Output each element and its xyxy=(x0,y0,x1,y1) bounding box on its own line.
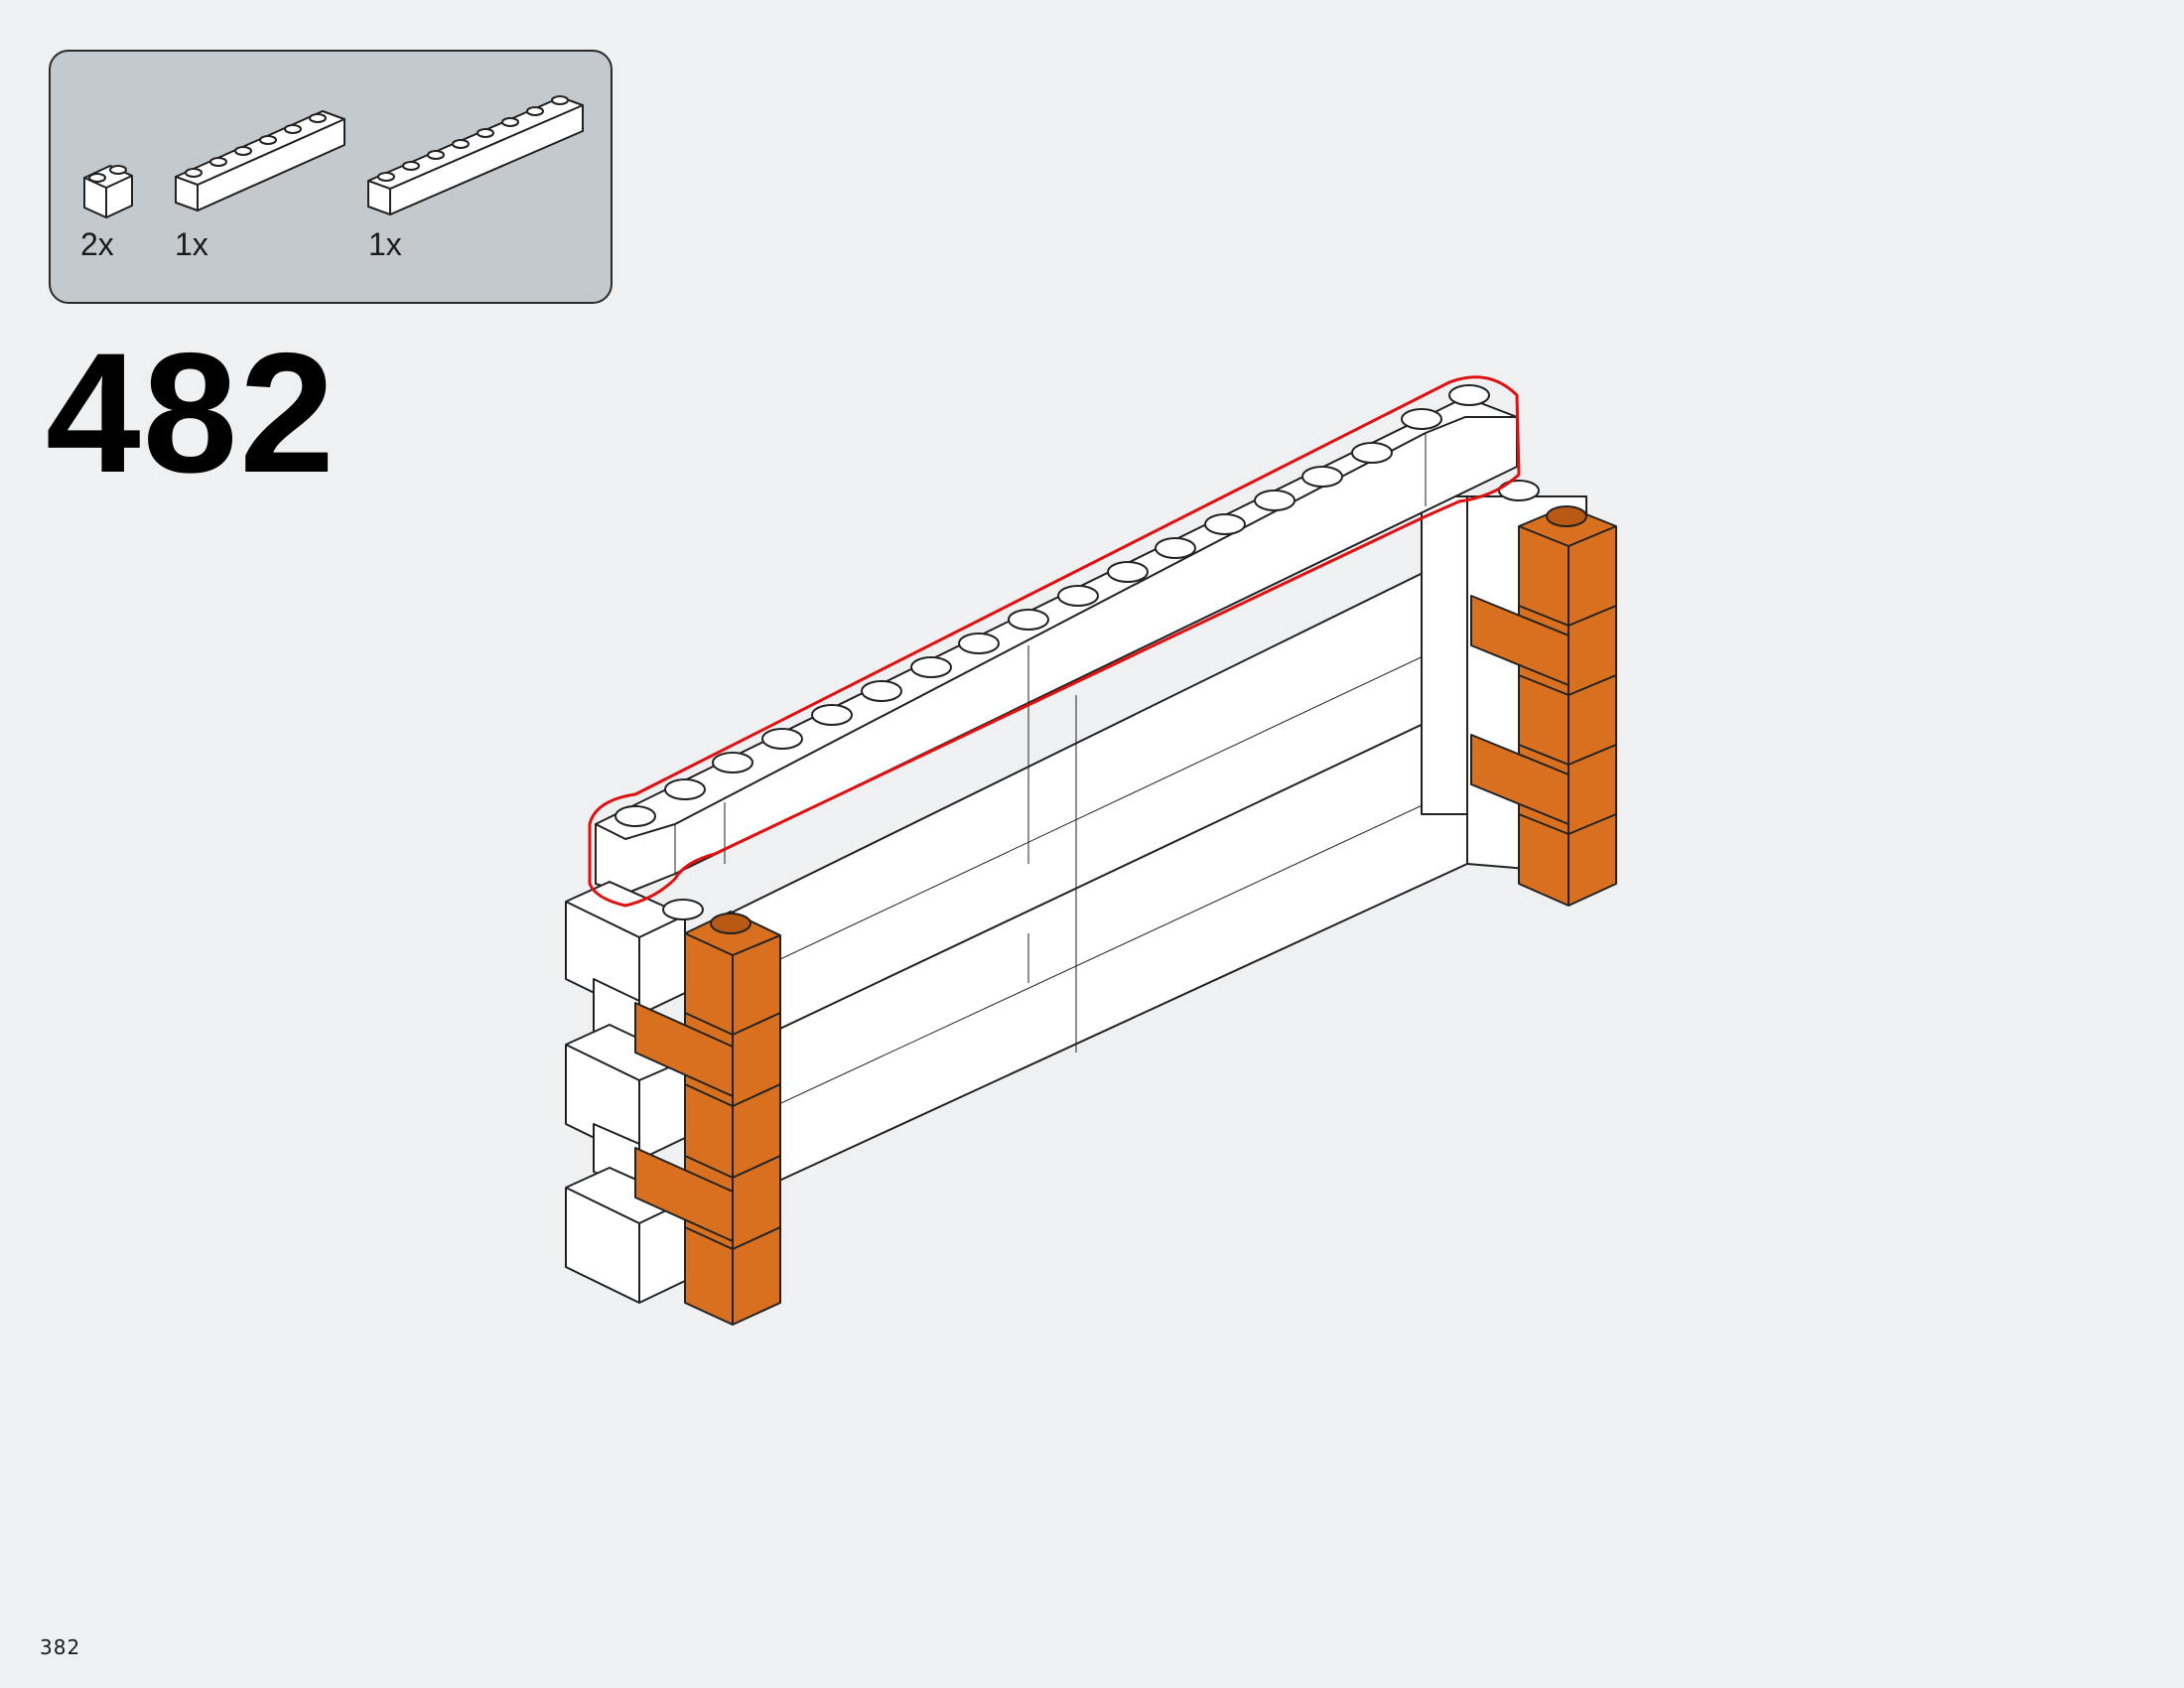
new-piece-highlight-outline xyxy=(588,375,1521,908)
step-number: 482 xyxy=(46,318,337,508)
page-number: 382 xyxy=(40,1635,81,1659)
left-white-bricks xyxy=(565,881,704,1304)
parts-list-panel: 2x 1x 1x xyxy=(49,50,613,304)
part-quantity: 2x xyxy=(80,226,114,262)
brick-1x2-rounded-icon xyxy=(83,164,133,219)
part-item xyxy=(80,156,150,225)
part-item xyxy=(366,89,585,228)
top-row-studs xyxy=(614,384,1540,827)
part-item xyxy=(174,105,348,224)
part-quantity: 1x xyxy=(175,226,208,262)
brick-1x6-icon xyxy=(175,109,345,212)
part-quantity: 1x xyxy=(368,226,402,262)
left-orange-pillar xyxy=(634,911,781,1326)
right-orange-pillar xyxy=(1470,505,1617,907)
brick-1x8-icon xyxy=(367,95,584,216)
